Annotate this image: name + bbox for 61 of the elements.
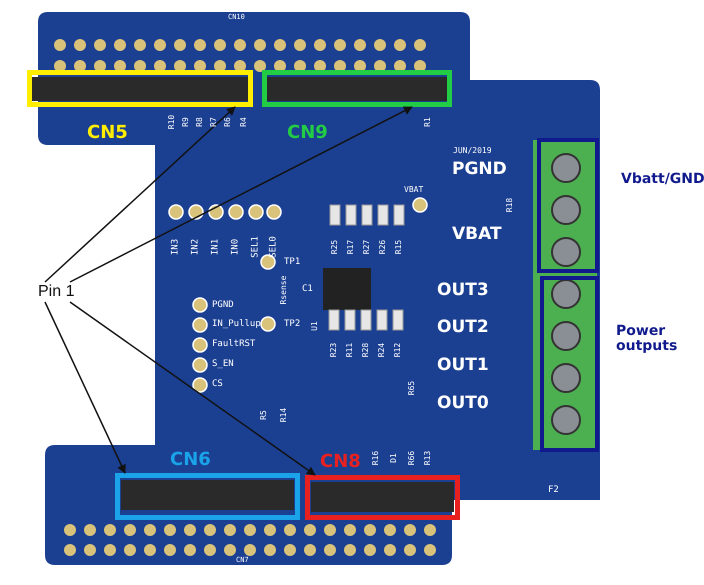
- silkscreen-label: VBAT: [404, 186, 424, 194]
- silkscreen-label: U1: [311, 321, 319, 331]
- silkscreen-label: TP1: [284, 258, 300, 267]
- silkscreen-label: R12: [394, 342, 402, 358]
- connector-label: CN5: [87, 123, 128, 143]
- silkscreen-label: R18: [506, 198, 514, 212]
- silkscreen-label: R6: [224, 117, 232, 127]
- silkscreen-label: R8: [196, 117, 204, 127]
- silkscreen-label: R66: [408, 450, 416, 466]
- silkscreen-label: SEL1: [252, 236, 260, 258]
- leader-arrow: [44, 302, 126, 474]
- silkscreen-label: IN_Pullup: [212, 320, 261, 329]
- terminal-label: Power outputs: [616, 324, 678, 355]
- leader-arrow: [70, 106, 413, 283]
- silkscreen-label: PGND: [452, 161, 507, 178]
- silkscreen-label: IN3: [172, 238, 180, 256]
- silkscreen-label: R5: [260, 410, 268, 420]
- silkscreen-label: Rsense: [280, 276, 288, 304]
- silkscreen-label: R17: [347, 240, 355, 254]
- leader-arrow: [70, 301, 316, 476]
- leader-arrow: [44, 106, 236, 283]
- silkscreen-label: OUT0: [437, 395, 489, 412]
- silkscreen-label: C1: [302, 285, 313, 294]
- silkscreen-label: R13: [424, 450, 432, 466]
- silkscreen-label: OUT1: [437, 357, 489, 374]
- silkscreen-label: R65: [408, 380, 416, 396]
- silkscreen-label: SEL0: [270, 236, 278, 258]
- silkscreen-label: OUT3: [437, 282, 489, 299]
- silkscreen-label: S_EN: [212, 360, 234, 369]
- silkscreen-label: R4: [240, 117, 248, 127]
- silkscreen-label: R25: [331, 240, 339, 254]
- silkscreen-label: R15: [395, 240, 403, 254]
- silkscreen-label: R24: [378, 342, 386, 358]
- silkscreen-label: R1: [424, 117, 432, 127]
- silkscreen-label: CS: [212, 380, 223, 389]
- connector-label: CN9: [287, 123, 328, 143]
- connector-label: CN6: [170, 450, 211, 470]
- silkscreen-label: R11: [346, 342, 354, 358]
- terminal-label: Vbatt/GND: [621, 172, 704, 188]
- silkscreen-label: TP2: [284, 320, 300, 329]
- silkscreen-label: JUN/2019: [453, 147, 492, 155]
- silkscreen-label: IN2: [192, 238, 200, 256]
- callout-text: Pin 1: [38, 282, 78, 302]
- silkscreen-label: R14: [280, 408, 288, 422]
- silkscreen-label: R27: [363, 240, 371, 254]
- silkscreen-label: VBAT: [452, 226, 502, 243]
- connector-label: CN8: [320, 452, 361, 472]
- silkscreen-label: R23: [330, 342, 338, 358]
- silkscreen-label: FaultRST: [212, 340, 256, 349]
- silkscreen-label: R9: [182, 117, 190, 127]
- silkscreen-label: IN1: [212, 238, 220, 256]
- silkscreen-label: IN0: [232, 238, 240, 256]
- silkscreen-label: R28: [362, 342, 370, 358]
- silkscreen-label: R10: [168, 114, 176, 130]
- silkscreen-label: F2: [548, 486, 559, 495]
- silkscreen-label: OUT2: [437, 319, 489, 336]
- silkscreen-label: PGND: [212, 301, 234, 310]
- silkscreen-label: R26: [379, 240, 387, 254]
- silkscreen-label: R16: [372, 450, 380, 466]
- silkscreen-label: D1: [390, 453, 398, 463]
- silkscreen-label: R7: [210, 117, 218, 127]
